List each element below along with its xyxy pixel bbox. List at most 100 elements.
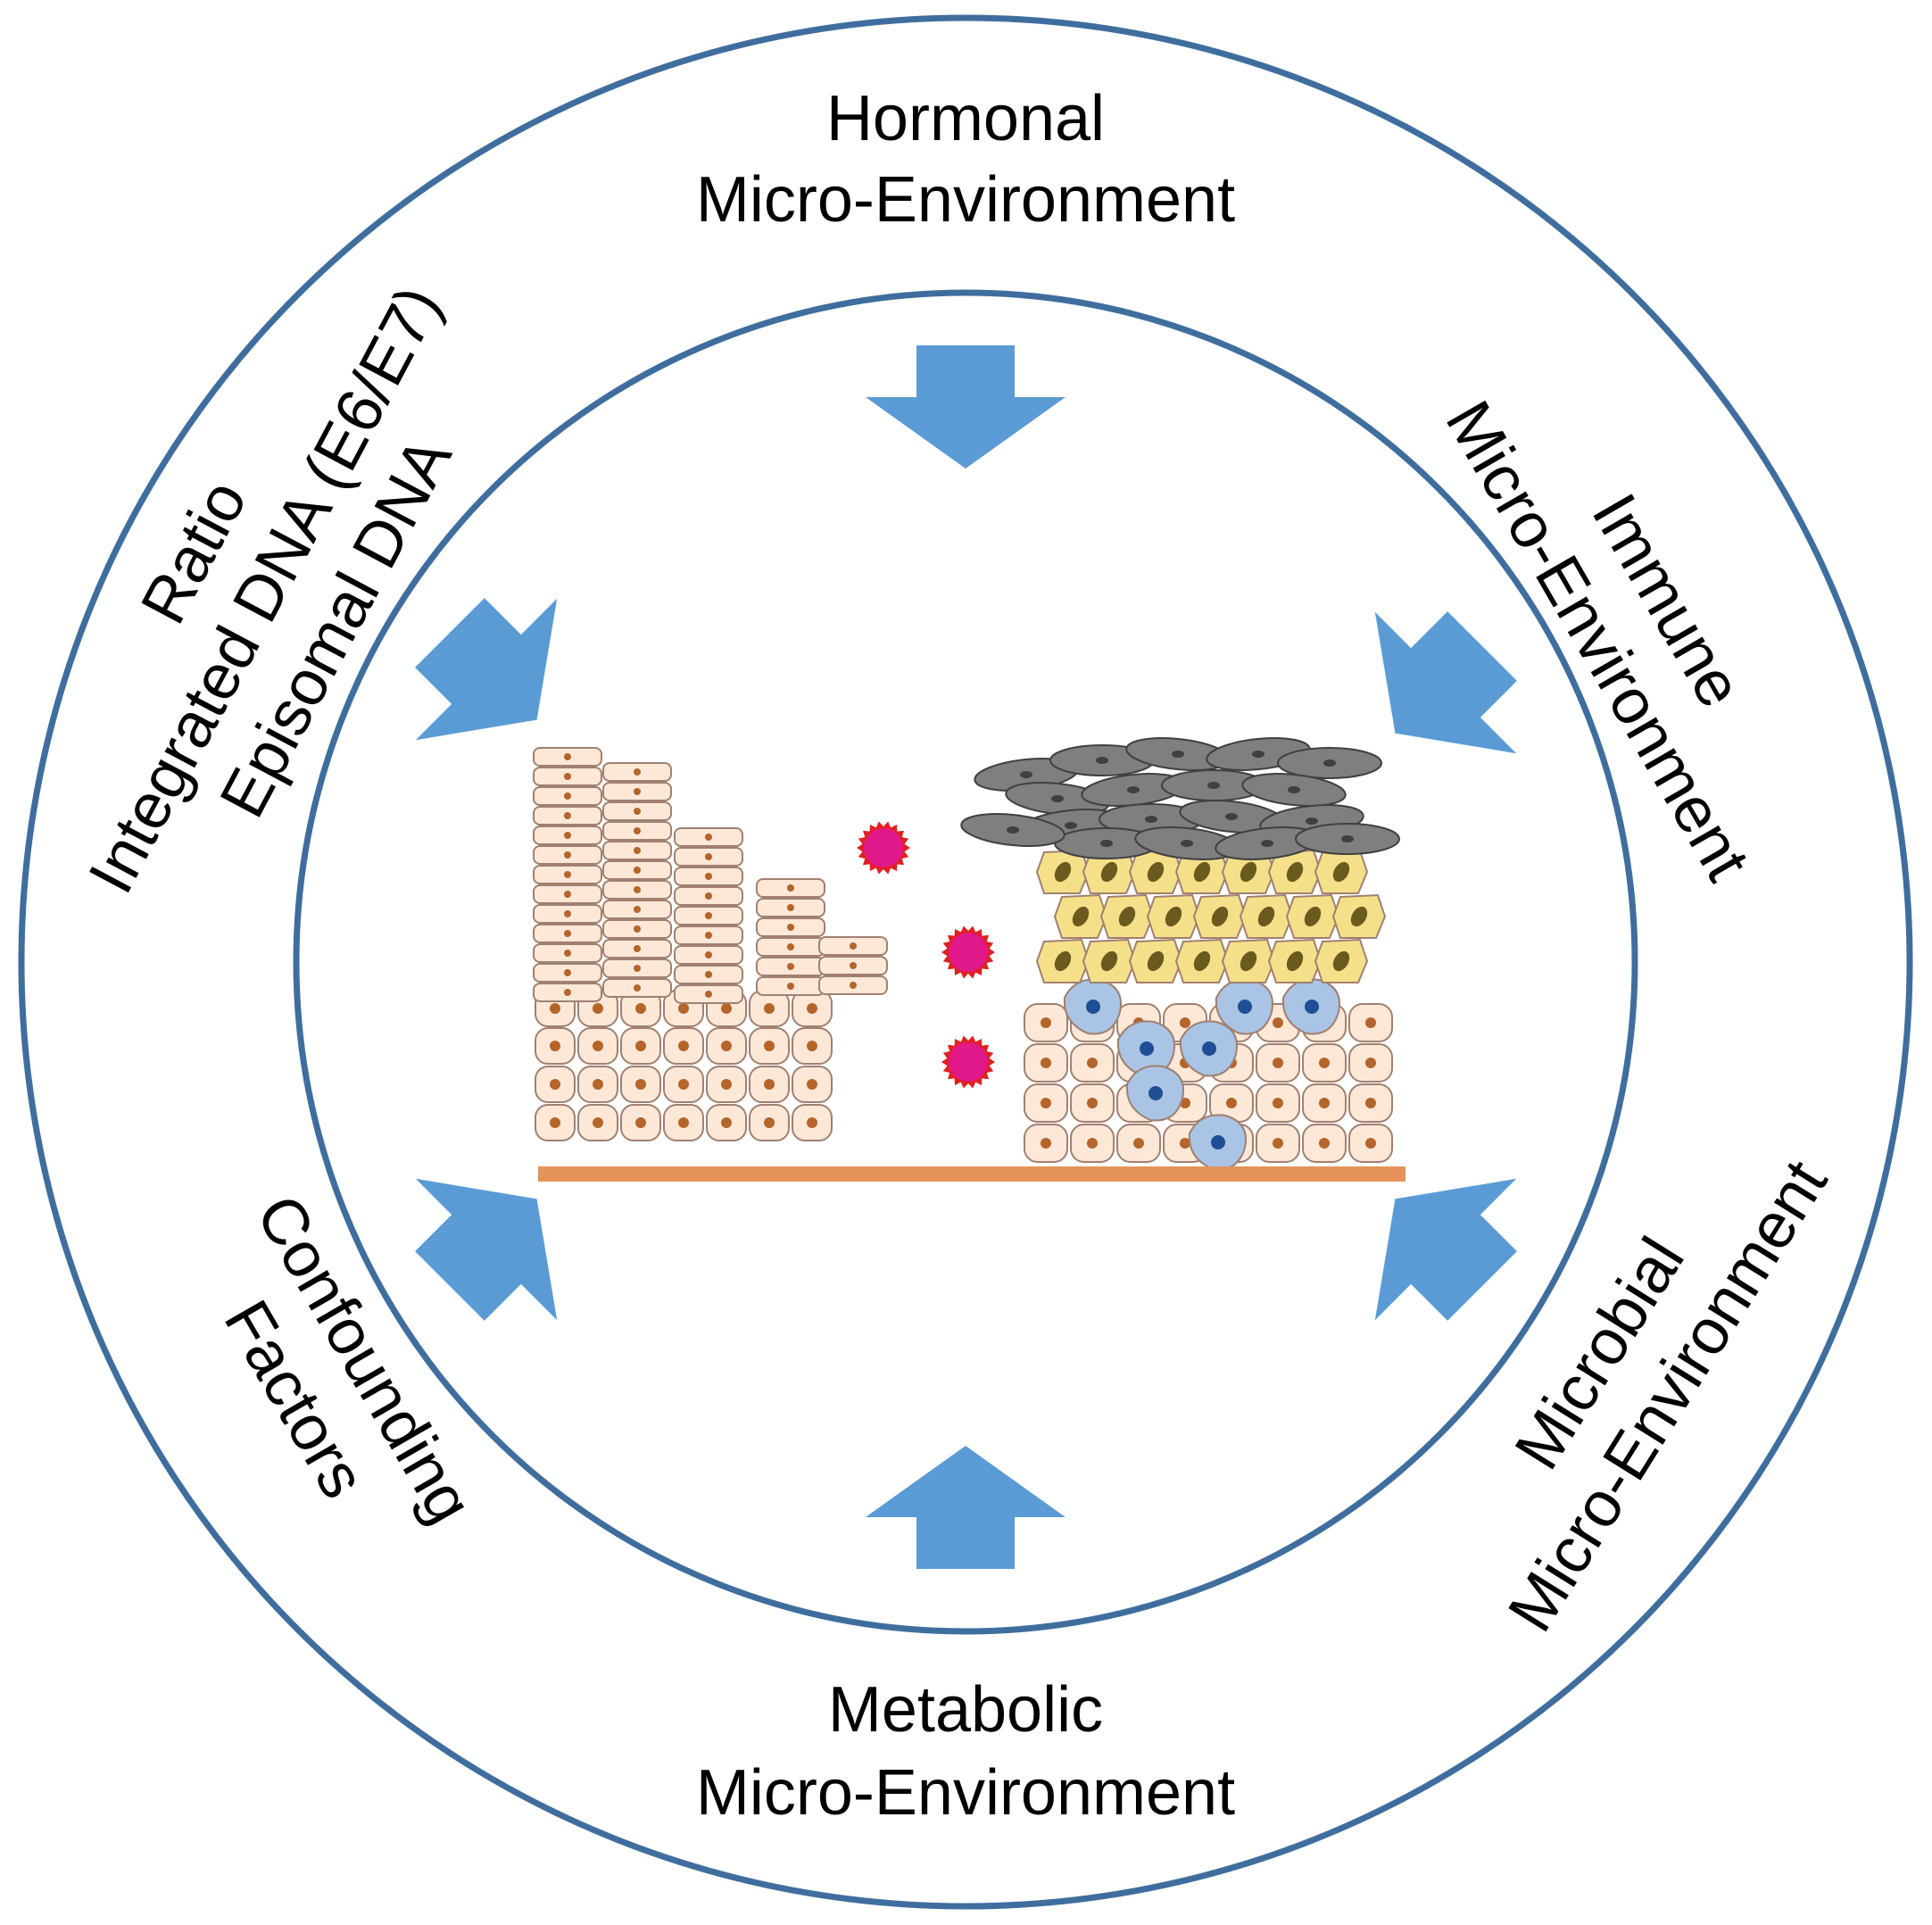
- normal-squamous-cell: [818, 956, 888, 975]
- normal-squamous-cell: [674, 847, 743, 867]
- normal-squamous-cell: [533, 865, 602, 884]
- immune-cell: [1116, 1020, 1175, 1077]
- normal-basal-cell: [535, 1027, 576, 1065]
- normal-squamous-cell: [533, 826, 602, 845]
- immune-cell: [1281, 978, 1340, 1035]
- normal-squamous-cell: [818, 936, 888, 956]
- normal-squamous-cell: [674, 886, 743, 906]
- lesion-basal-cell: [1256, 1083, 1300, 1123]
- lesion-basal-cell: [1024, 1003, 1068, 1042]
- lesion-basal-cell: [1256, 1043, 1300, 1083]
- dysplastic-cell: [1331, 893, 1387, 939]
- dysplastic-cell: [1146, 893, 1201, 939]
- normal-squamous-cell: [602, 801, 672, 821]
- arrow-from-metabolic: [866, 1446, 1066, 1569]
- dysplastic-cell: [1192, 893, 1248, 939]
- arrow-from-hormonal: [866, 345, 1066, 469]
- normal-basal-cell: [749, 1066, 790, 1103]
- normal-squamous-cell: [674, 965, 743, 984]
- hormonal-label-line2: Micro-Environment: [696, 164, 1235, 236]
- normal-squamous-cell: [602, 860, 672, 880]
- normal-basal-cell: [620, 990, 661, 1027]
- lesion-basal-cell: [1024, 1043, 1068, 1083]
- dysplastic-cell: [1314, 938, 1369, 983]
- lesion-basal-cell: [1302, 1043, 1347, 1083]
- normal-squamous-cell: [533, 747, 602, 767]
- dysplastic-cell: [1174, 938, 1230, 983]
- dysplastic-cell: [1239, 893, 1294, 939]
- normal-squamous-cell: [533, 845, 602, 865]
- dysplastic-cell: [1099, 893, 1155, 939]
- normal-squamous-cell: [533, 963, 602, 983]
- lesion-basal-cell: [1070, 1124, 1115, 1163]
- immune-cell: [1215, 978, 1273, 1035]
- lesion-basal-cell: [1302, 1083, 1347, 1123]
- normal-squamous-cell: [602, 841, 672, 860]
- normal-basal-cell: [792, 1104, 833, 1141]
- normal-squamous-cell: [602, 782, 672, 801]
- hormonal-label: Hormonal Micro-Environment: [696, 83, 1235, 236]
- normal-squamous-cell: [533, 904, 602, 924]
- normal-squamous-cell: [756, 937, 825, 957]
- normal-squamous-cell: [756, 898, 825, 917]
- normal-basal-cell: [663, 1027, 704, 1065]
- keratinized-cell: [1241, 773, 1347, 807]
- normal-basal-cell: [706, 1104, 747, 1141]
- metabolic-label: Metabolic Micro-Environment: [696, 1674, 1235, 1829]
- arrow-from-microbial: [1374, 1178, 1517, 1321]
- keratinized-cell: [960, 813, 1066, 847]
- immune-cell: [1125, 1065, 1184, 1122]
- dysplastic-cell: [1053, 893, 1108, 939]
- lesion-basal-cell: [1348, 1003, 1393, 1042]
- hpv-virion: [941, 1035, 995, 1089]
- hpv-virion: [941, 925, 995, 979]
- lesion-basal-cell: [1348, 1083, 1393, 1123]
- normal-squamous-cell: [533, 983, 602, 1002]
- normal-squamous-cell: [756, 917, 825, 937]
- hpv-virions: [857, 821, 995, 1089]
- dysplastic-cell: [1035, 849, 1090, 894]
- immune-cell: [1063, 978, 1122, 1035]
- normal-squamous-cell: [674, 984, 743, 1004]
- normal-squamous-cell: [756, 976, 825, 996]
- arrows: [415, 345, 1517, 1569]
- normal-squamous-cell: [602, 762, 672, 782]
- lesion-basal-cell: [1070, 1043, 1115, 1083]
- normal-squamous-cell: [674, 925, 743, 945]
- normal-squamous-cell: [533, 943, 602, 963]
- metabolic-label-line2: Micro-Environment: [696, 1757, 1235, 1829]
- normal-squamous-cell: [533, 767, 602, 786]
- dysplastic-cell: [1221, 938, 1276, 983]
- normal-squamous-cell: [756, 878, 825, 898]
- dysplastic-cell: [1128, 938, 1183, 983]
- dna-ratio-label: Ratio Integrated DNA (E6/E7) Episomal DN…: [75, 275, 466, 904]
- dysplastic-cell: [1082, 849, 1137, 894]
- normal-squamous-cell: [674, 945, 743, 965]
- normal-basal-cell: [663, 1104, 704, 1141]
- normal-squamous-cell: [602, 919, 672, 939]
- normal-squamous-cell: [602, 939, 672, 958]
- normal-squamous-cell: [602, 978, 672, 998]
- epithelium-illustration: [533, 737, 1405, 1182]
- normal-squamous-cell: [533, 806, 602, 826]
- lesion-basal-cell: [1256, 1124, 1300, 1163]
- lesion-basal-cell: [1348, 1124, 1393, 1163]
- dysplastic-cell: [1221, 849, 1276, 894]
- lesion-basal-cell: [1024, 1083, 1068, 1123]
- normal-squamous-cell: [533, 884, 602, 904]
- normal-basal-cell: [792, 990, 833, 1027]
- lesion-basal-cell: [1024, 1124, 1068, 1163]
- normal-basal-cell: [620, 1104, 661, 1141]
- immune-cell: [1179, 1020, 1238, 1077]
- keratinized-cell: [1215, 826, 1320, 860]
- normal-basal-cell: [620, 1066, 661, 1103]
- dysplastic-cell: [1314, 849, 1369, 894]
- keratinized-cell: [1277, 747, 1382, 779]
- immune-label: Immune Micro-Environment: [1431, 389, 1762, 892]
- normal-squamous-cell: [818, 975, 888, 995]
- keratinized-cell: [1295, 823, 1400, 855]
- normal-basal-cell: [663, 1066, 704, 1103]
- normal-basal-cell: [792, 1066, 833, 1103]
- normal-basal-cell: [706, 1027, 747, 1065]
